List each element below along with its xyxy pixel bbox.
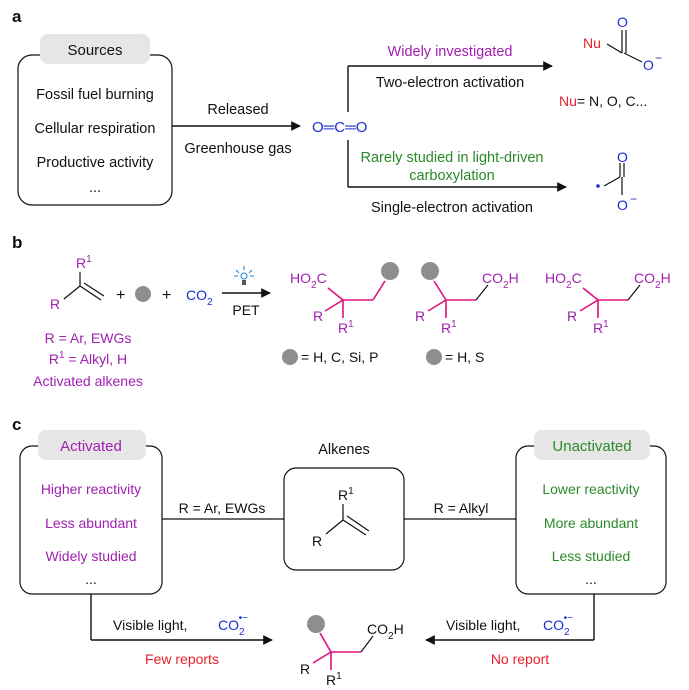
single-electron: Single-electron activation [371, 200, 533, 216]
source-item-ellipsis: ... [89, 180, 101, 196]
pet-label: PET [232, 302, 260, 318]
activated-title: Activated [60, 438, 122, 455]
cond-r: R = Ar, EWGs [45, 330, 132, 346]
few-reports: Few reports [145, 651, 219, 667]
unactivated-item-1: Lower reactivity [542, 481, 639, 497]
svg-text:HO2C: HO2C [545, 270, 582, 291]
svg-text:R1: R1 [593, 319, 609, 336]
product-3: HO2C R R1 CO2H [545, 270, 671, 336]
activated-box: Activated Higher reactivity Less abundan… [19, 430, 163, 595]
radical-o-bottom: O [617, 197, 628, 213]
svg-text:R: R [50, 296, 60, 312]
legend-1: = H, C, Si, P [301, 349, 378, 365]
activated-item-3: Widely studied [45, 548, 136, 564]
left-co2-radical: CO2•− [218, 613, 248, 638]
alkenes-title: Alkenes [318, 442, 370, 458]
source-item-productive: Productive activity [37, 155, 155, 171]
reagent-ball [135, 286, 151, 302]
plus-1: + [116, 287, 125, 304]
svg-text:R: R [567, 308, 577, 324]
activated-item-4: ... [85, 571, 97, 587]
svg-text:R: R [415, 308, 425, 324]
activated-item-1: Higher reactivity [41, 481, 141, 497]
activated-item-2: Less abundant [45, 515, 137, 531]
light-bulb-icon [234, 266, 254, 285]
svg-text:R: R [312, 533, 322, 549]
carboxylate-structure: Nu O O − [583, 14, 662, 73]
greenhouse-label: Greenhouse gas [184, 141, 291, 157]
svg-text:CO2H: CO2H [367, 621, 404, 642]
radical-o-top: O [617, 149, 628, 165]
rarely-studied-2: carboxylation [409, 168, 494, 184]
right-co2-radical: CO2•− [543, 613, 573, 638]
radical-charge: − [630, 192, 637, 206]
svg-text:R1: R1 [338, 319, 354, 336]
anion-charge: − [655, 51, 662, 65]
unactivated-title: Unactivated [552, 438, 631, 455]
unactivated-item-3: Less studied [552, 548, 631, 564]
right-visible-light: Visible light, [446, 617, 520, 633]
reactant-co2: CO2 [186, 287, 213, 308]
svg-text:HO2C: HO2C [290, 270, 327, 291]
co2-molecule: O═C═O [312, 119, 367, 136]
unactivated-item-2: More abundant [544, 515, 638, 531]
two-electron: Two-electron activation [376, 75, 524, 91]
sources-box: Sources Fossil fuel burning Cellular res… [17, 34, 173, 206]
anion-o: O [643, 57, 654, 73]
sources-title: Sources [67, 42, 122, 59]
product-2: R R1 CO2H [415, 262, 519, 336]
left-link-label: R = Ar, EWGs [179, 500, 266, 516]
alkene-reactant: R1 R [50, 254, 105, 312]
legend-2: = H, S [445, 349, 484, 365]
panel-a-label: a [12, 7, 22, 26]
svg-text:R1: R1 [338, 486, 354, 503]
widely-investigated: Widely investigated [388, 44, 513, 60]
svg-text:R: R [313, 308, 323, 324]
no-report: No report [491, 651, 549, 667]
right-link-label: R = Alkyl [434, 500, 489, 516]
svg-text:R1: R1 [326, 671, 342, 688]
rarely-studied-1: Rarely studied in light-driven [361, 150, 544, 166]
product-1: HO2C R R1 [290, 262, 399, 336]
alkenes-box: R1 R [283, 467, 405, 571]
source-item-fossil: Fossil fuel burning [36, 87, 154, 103]
plus-2: + [162, 287, 171, 304]
svg-text:R1: R1 [76, 254, 92, 271]
carbonyl-o: O [617, 14, 628, 30]
nu-definition: Nu= N, O, C... [559, 93, 647, 109]
nu-label: Nu [583, 35, 601, 51]
released-label: Released [207, 102, 268, 118]
target-product: R R1 CO2H [300, 615, 404, 688]
cond-activated: Activated alkenes [33, 373, 143, 389]
panel-b-label: b [12, 233, 22, 252]
co2-radical-anion-structure: O O − [596, 149, 637, 213]
panel-c-label: c [12, 415, 21, 434]
cond-r1: R1 = Alkyl, H [49, 350, 127, 367]
svg-text:CO2H: CO2H [634, 270, 671, 291]
source-item-respiration: Cellular respiration [35, 121, 156, 137]
left-visible-light: Visible light, [113, 617, 187, 633]
legend-ball-1 [282, 349, 298, 365]
svg-text:R: R [300, 661, 310, 677]
unactivated-item-4: ... [585, 571, 597, 587]
svg-text:R1: R1 [441, 319, 457, 336]
svg-text:CO2H: CO2H [482, 270, 519, 291]
unactivated-box: Unactivated Lower reactivity More abunda… [515, 430, 667, 595]
legend-ball-2 [426, 349, 442, 365]
